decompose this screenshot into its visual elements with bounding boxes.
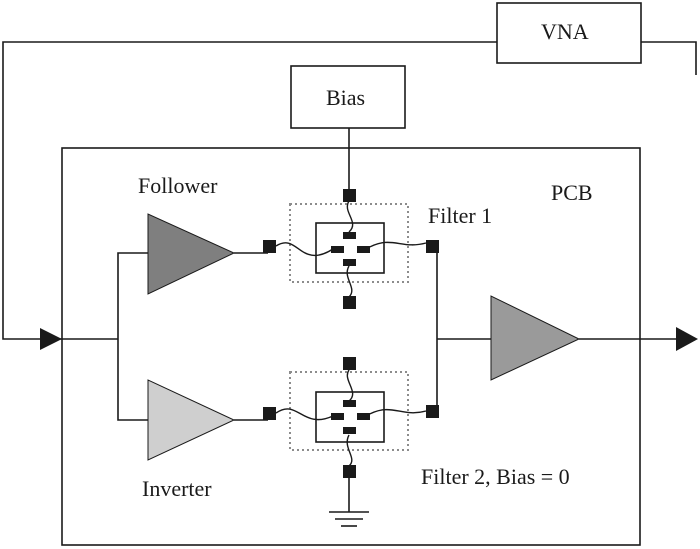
vna-box [496, 2, 642, 64]
pcb-box [61, 147, 641, 546]
inverter-amplifier-icon [147, 379, 236, 461]
filter-1-body [315, 222, 385, 274]
input-arrow-icon [40, 328, 62, 350]
follower-amplifier-icon [147, 213, 236, 295]
vna-return-wire [641, 41, 697, 75]
filter-2-body [315, 391, 385, 443]
filter-2 [263, 357, 439, 478]
output-arrow-icon [676, 327, 698, 351]
follower-label: Follower [138, 173, 218, 198]
combiner-wire [432, 245, 438, 413]
pcb-label: PCB [551, 180, 593, 205]
bias-label: Bias [326, 85, 366, 110]
vna-feedback-wire [2, 41, 497, 340]
vna-label: VNA [541, 19, 589, 44]
bias-box [290, 65, 406, 129]
inverter-label: Inverter [142, 476, 212, 501]
filter-2-label: Filter 2, Bias = 0 [421, 464, 570, 489]
output-amplifier-icon [490, 295, 581, 381]
ground-icon [329, 511, 369, 527]
filter-1 [263, 189, 439, 309]
filter-1-label: Filter 1 [428, 203, 493, 228]
splitter-wire [117, 252, 148, 421]
